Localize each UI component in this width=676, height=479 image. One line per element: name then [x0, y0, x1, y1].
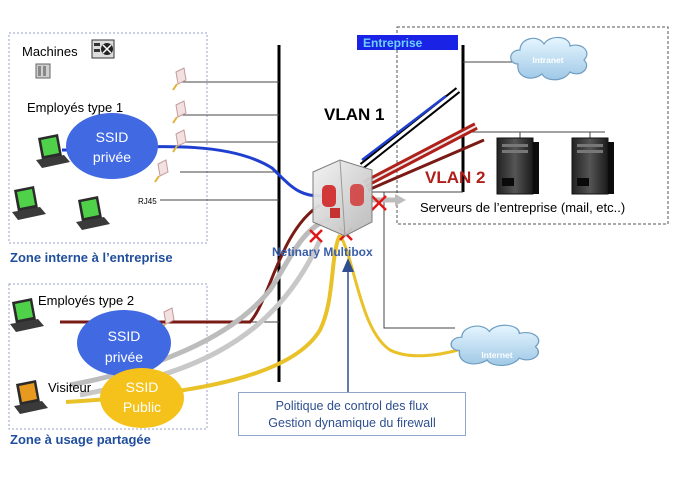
vlan2-tunnel — [363, 122, 485, 192]
policy-line-1: Politique de control des flux — [275, 399, 429, 413]
employes2-darkred-link — [60, 203, 321, 324]
netinary-label: Netinary Multibox — [272, 245, 373, 259]
zone-partagee-label: Zone à usage partagée — [10, 432, 151, 447]
grey-arrowhead — [395, 194, 406, 206]
ssid-privee-2-line2: privée — [105, 349, 143, 365]
ssid-public-ellipse — [100, 368, 184, 428]
wireless-terminal-icon — [172, 129, 187, 153]
entreprise-banner — [357, 35, 458, 50]
policy-arrowhead — [342, 258, 354, 272]
wireless-terminal-icon — [172, 100, 187, 124]
ssid-privee-2-ellipse — [77, 310, 171, 376]
policy-line-2: Gestion dynamique du firewall — [268, 416, 436, 430]
serveurs-label: Serveurs de l’entreprise (mail, etc..) — [420, 200, 625, 215]
entreprise-label: Entreprise — [363, 36, 423, 50]
ssid-privee-1-ellipse — [66, 113, 158, 179]
ssid-privee-1-line2: privée — [93, 149, 131, 165]
laptop-icon — [76, 196, 110, 230]
wireless-terminal-icon — [154, 159, 169, 183]
ssid-privee-1-line1: SSID — [96, 129, 129, 145]
multibox-icon — [312, 159, 373, 237]
employes-type2-label: Employés type 2 — [38, 293, 134, 308]
laptop-icon — [14, 380, 48, 414]
vlan1-tunnel — [359, 87, 461, 169]
ssid-privee-2-line1: SSID — [108, 328, 141, 344]
intranet-label: Intranet — [532, 55, 563, 65]
vlan2-label: VLAN 2 — [425, 168, 485, 187]
printer-icon — [35, 63, 51, 79]
block-cross-icon — [309, 229, 323, 243]
block-cross-icon — [371, 195, 387, 211]
employes-type1-label: Employés type 1 — [27, 100, 123, 115]
machines-label: Machines — [22, 44, 78, 59]
server-icon — [496, 137, 540, 195]
ssid-public-line2: Public — [123, 399, 161, 415]
policy-box: Politique de control des flux Gestion dy… — [238, 392, 466, 436]
rj45-label: RJ45 — [138, 197, 157, 206]
yellow-internet-link — [338, 234, 459, 358]
server-icon — [571, 137, 615, 195]
zone-partagee-box — [8, 283, 208, 430]
internet-label: Internet — [481, 350, 512, 360]
laptop-icon — [12, 186, 46, 220]
ssid-public-line1: SSID — [126, 379, 159, 395]
zone-interne-label: Zone interne à l’entreprise — [10, 250, 173, 265]
machine-icon — [91, 39, 115, 59]
wireless-terminal-icon — [172, 67, 187, 91]
visiteur-label: Visiteur — [48, 380, 92, 395]
internet-link — [383, 192, 455, 329]
vlan1-label: VLAN 1 — [324, 105, 384, 124]
entreprise-zone-box — [396, 26, 669, 225]
